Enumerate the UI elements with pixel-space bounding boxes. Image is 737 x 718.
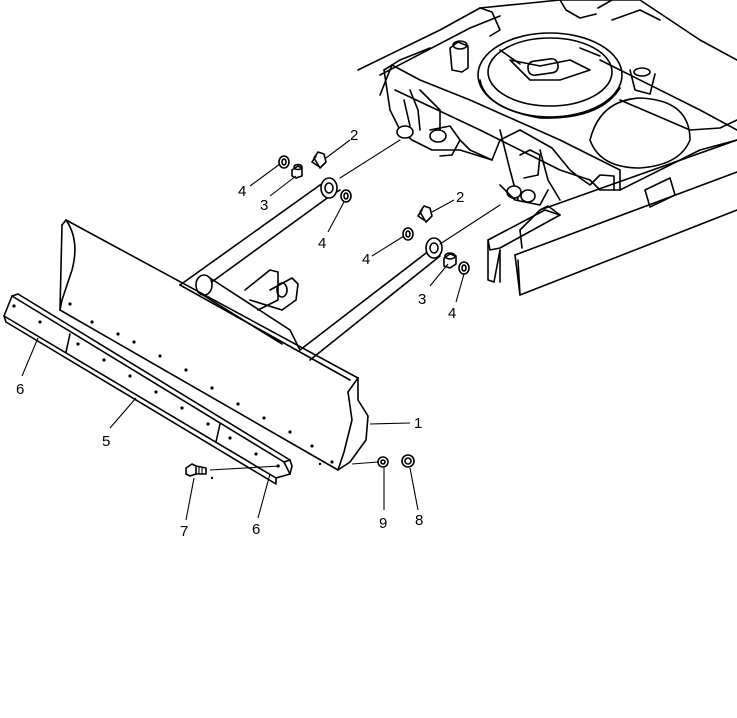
leader-lines xyxy=(21,139,465,521)
callout-4-lower-left: 4 xyxy=(362,251,370,268)
bushing-3-lower xyxy=(443,252,457,269)
callout-numbers: 1 2 2 4 3 4 4 3 4 6 5 7 6 9 8 xyxy=(16,127,464,540)
washer-4-lower-right xyxy=(458,261,470,275)
small-parts xyxy=(185,151,470,480)
pin-2-lower xyxy=(417,205,433,223)
callout-4-upper-left: 4 xyxy=(238,183,246,200)
nut-8 xyxy=(401,454,415,468)
push-arms xyxy=(179,139,501,361)
cutting-edge-bolt-holes xyxy=(12,304,280,468)
callout-3-upper: 3 xyxy=(260,197,268,214)
callout-4-lower-right: 4 xyxy=(448,305,456,322)
callout-9: 9 xyxy=(379,515,387,532)
cutting-edge-assembly xyxy=(3,293,293,485)
washer-4-upper-right xyxy=(340,189,352,203)
blade-bolt-holes xyxy=(68,302,334,464)
callout-1: 1 xyxy=(414,415,422,432)
track-frame xyxy=(357,0,737,296)
callout-3-lower: 3 xyxy=(418,291,426,308)
washer-9 xyxy=(377,456,389,468)
callout-4-upper-right: 4 xyxy=(318,235,326,252)
pin-2-upper xyxy=(311,151,327,169)
washer-4-lower-left xyxy=(402,227,414,241)
callout-7: 7 xyxy=(180,523,188,540)
callout-2-lower: 2 xyxy=(456,189,464,206)
bolt-7 xyxy=(185,463,207,477)
callout-6-right: 6 xyxy=(252,521,260,538)
bushing-3-upper xyxy=(291,163,303,179)
callout-8: 8 xyxy=(415,512,423,529)
blade xyxy=(59,219,369,471)
callout-5: 5 xyxy=(102,433,110,450)
callout-6-left: 6 xyxy=(16,381,24,398)
callout-2-upper: 2 xyxy=(350,127,358,144)
washer-4-upper-left xyxy=(278,155,290,169)
